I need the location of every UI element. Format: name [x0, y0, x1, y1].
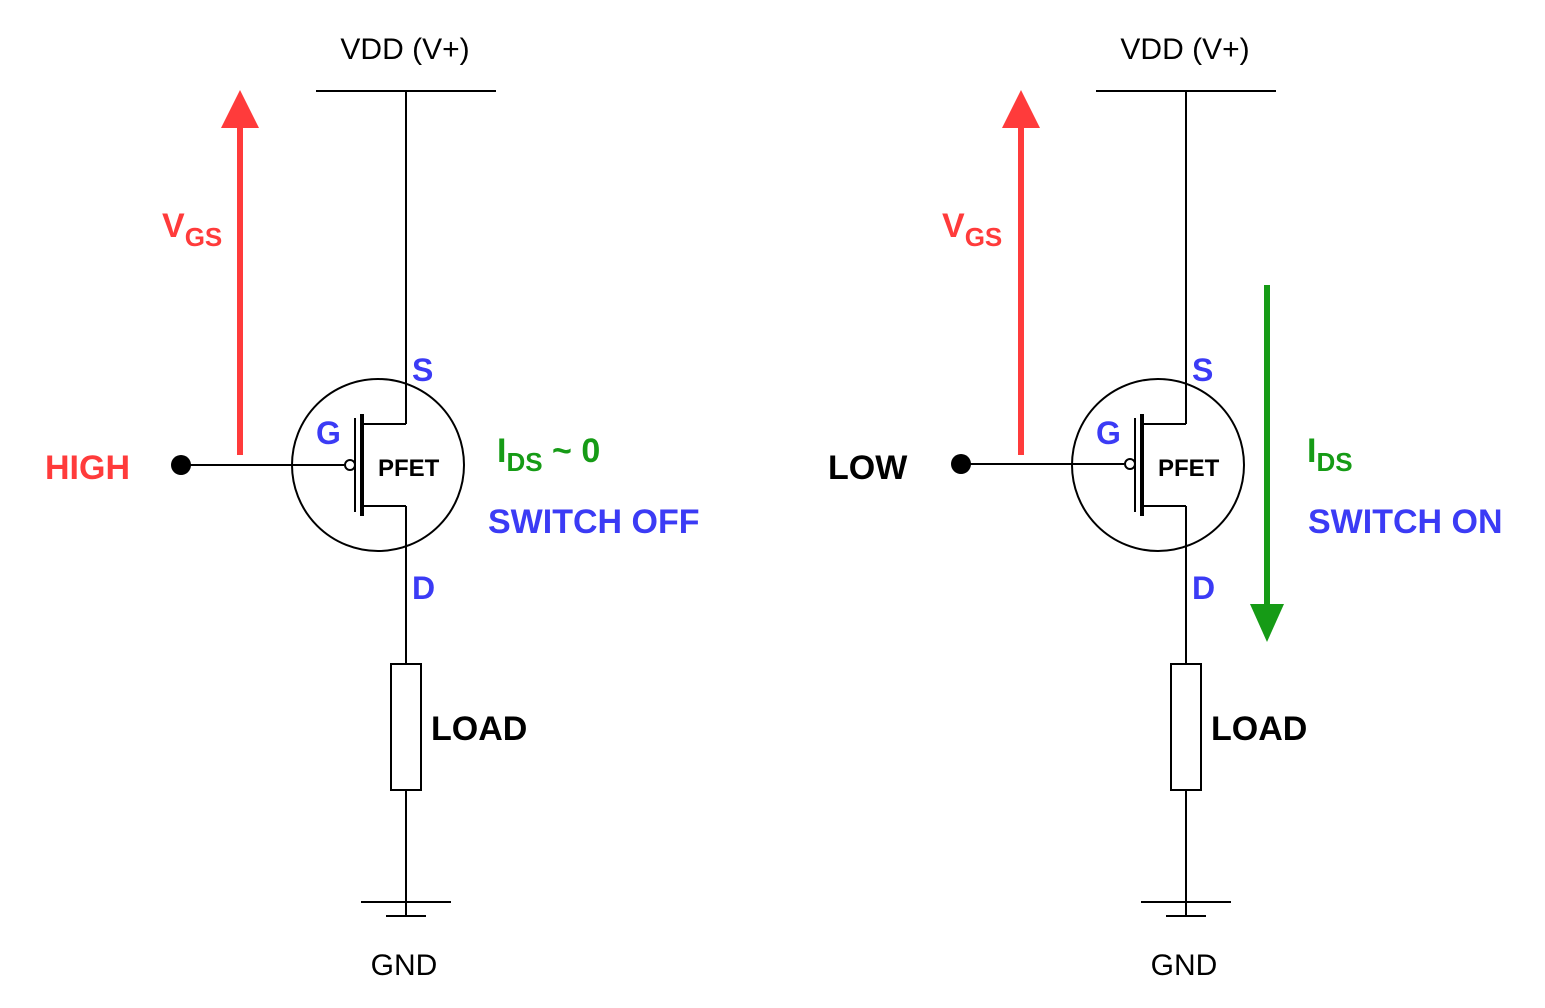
circuit-switch-on: VDD (V+) VGS LOW PFET G S D [828, 33, 1503, 982]
switch-state-label: SWITCH ON [1308, 503, 1503, 541]
load-label: LOAD [431, 710, 527, 748]
input-label-low: LOW [828, 449, 908, 487]
pfet-symbol [1071, 378, 1245, 552]
gate-pin-label: G [1096, 415, 1121, 451]
pfet-symbol [291, 378, 465, 552]
switch-state-label: SWITCH OFF [488, 503, 700, 541]
ids-label: IDS [1307, 432, 1353, 477]
input-label-high: HIGH [45, 449, 130, 487]
load-resistor [1170, 663, 1202, 791]
ground-label: GND [371, 949, 438, 982]
vgs-arrow [221, 90, 259, 455]
transistor-label: PFET [378, 455, 440, 482]
load-resistor [390, 663, 422, 791]
drain-pin-label: D [412, 570, 435, 606]
ground-symbol [1141, 901, 1231, 917]
circuit-switch-off: VDD (V+) VGS HIGH PFET G S D IDS ~ 0 SWI… [45, 33, 700, 982]
drain-pin-label: D [1192, 570, 1215, 606]
vgs-arrow [1002, 90, 1040, 455]
supply-label: VDD (V+) [1120, 33, 1249, 66]
source-pin-label: S [412, 352, 433, 388]
supply-label: VDD (V+) [340, 33, 469, 66]
vgs-label: VGS [162, 207, 222, 252]
ground-symbol [361, 901, 451, 917]
ids-arrow [1250, 285, 1284, 642]
vgs-label: VGS [942, 207, 1002, 252]
gate-pin-label: G [316, 415, 341, 451]
source-pin-label: S [1192, 352, 1213, 388]
load-label: LOAD [1211, 710, 1307, 748]
ground-label: GND [1151, 949, 1218, 982]
transistor-label: PFET [1158, 455, 1220, 482]
ids-label: IDS ~ 0 [497, 432, 600, 477]
